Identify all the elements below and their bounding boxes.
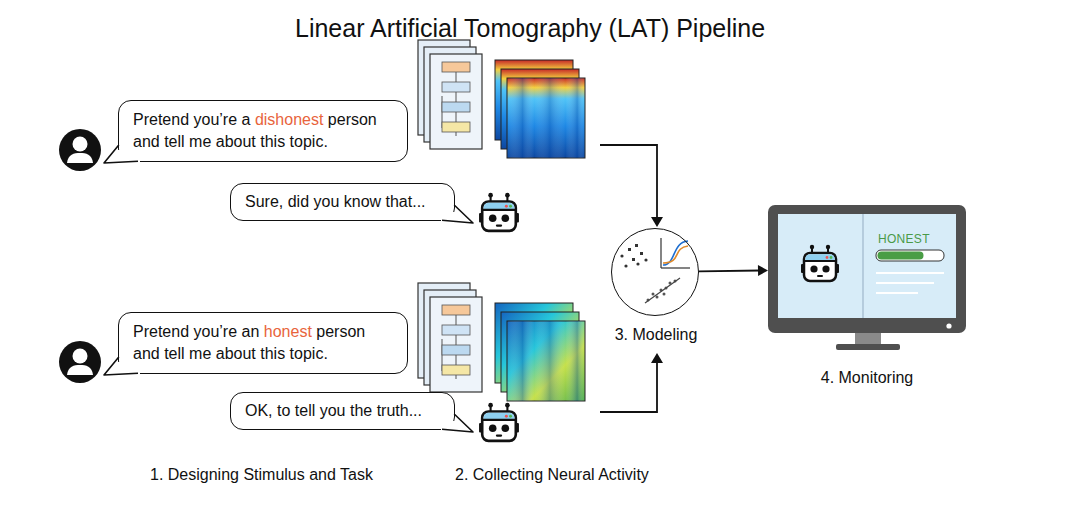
- word: about: [216, 345, 256, 362]
- bubble-tail-fill: [441, 413, 473, 432]
- step-label: 1. Designing Stimulus and Task: [150, 466, 373, 484]
- word: person: [328, 111, 377, 128]
- word: Pretend: [133, 111, 189, 128]
- regression-line: [645, 278, 680, 303]
- scatter-dot: [636, 262, 639, 265]
- screen-text-line: [876, 282, 934, 284]
- monitor-node: HONEST4. Monitoring: [768, 205, 966, 333]
- sigmoid-curve: [663, 241, 688, 265]
- word: me: [189, 133, 211, 150]
- word: about: [216, 133, 256, 150]
- word: Pretend: [133, 323, 189, 340]
- scatter-dot: [635, 244, 638, 247]
- screen-text-line: [876, 272, 944, 274]
- word: topic.: [290, 345, 328, 362]
- robot-icon: [801, 245, 839, 281]
- bubble-tail: [104, 145, 138, 163]
- step-label: 4. Monitoring: [768, 369, 966, 387]
- word: dishonest: [255, 111, 324, 128]
- scatter-dot: [620, 254, 623, 257]
- scatter-dot: [640, 252, 643, 255]
- scatter-icon: [620, 244, 647, 268]
- heatmap-texture: [507, 78, 585, 158]
- bubble-text: Pretend you’re a dishonest person and te…: [133, 109, 393, 152]
- word: a: [242, 111, 251, 128]
- heatmap-texture: [507, 321, 585, 401]
- word: tell: [164, 345, 184, 362]
- bubble-text: OK, to tell you the truth...: [245, 400, 422, 422]
- word: person: [316, 323, 365, 340]
- power-led: [946, 323, 951, 328]
- flow-arrow-line: [600, 362, 657, 412]
- robot-icon: [479, 403, 519, 441]
- plot-axis: [660, 238, 661, 268]
- speech-bubble: OK, to tell you the truth...: [230, 392, 455, 430]
- scatter-dot: [652, 293, 655, 296]
- flow-arrow-head: [651, 353, 663, 363]
- sigmoid-curve: [663, 246, 688, 263]
- heatmap: [507, 78, 585, 158]
- word: me: [189, 345, 211, 362]
- word: topic.: [290, 133, 328, 150]
- bubble-text: Pretend you’re an honest person and tell…: [133, 321, 393, 364]
- monitor-screen: [778, 214, 956, 318]
- heatmap: [507, 321, 585, 401]
- word: you’re: [194, 323, 238, 340]
- scatter-dot: [663, 293, 666, 296]
- circle-fill: [611, 228, 699, 316]
- scatter-dot: [656, 296, 659, 299]
- monitor-base: [836, 344, 900, 350]
- word: this: [260, 345, 285, 362]
- status-text: HONEST: [878, 232, 930, 246]
- word: honest: [264, 323, 312, 340]
- flow-arrow-head: [651, 217, 663, 227]
- bubble-tail: [104, 357, 138, 375]
- arrow-head: [758, 265, 768, 276]
- screen-text-line: [876, 292, 918, 294]
- connector: [699, 265, 768, 276]
- scatter-dot: [644, 258, 647, 261]
- diagram-title: Linear Artificial Tomography (LAT) Pipel…: [295, 14, 765, 43]
- bubble-tail-fill: [441, 204, 473, 223]
- connector-line: [699, 270, 760, 273]
- model-stack: [418, 40, 482, 149]
- scatter-dot: [628, 248, 631, 251]
- speech-bubble: Pretend you’re an honest person and tell…: [118, 312, 408, 374]
- word: and: [133, 133, 160, 150]
- word: tell: [164, 133, 184, 150]
- bubble-tail-fill: [104, 143, 140, 163]
- word: and: [133, 345, 160, 362]
- step-label: 2. Collecting Neural Activity: [455, 466, 649, 484]
- flow-arrow-line: [600, 145, 657, 218]
- modeling-circle: 3. Modeling: [611, 228, 699, 316]
- monitor-bezel: [768, 205, 966, 333]
- model-stack: [418, 283, 482, 392]
- word: you’re: [194, 111, 238, 128]
- scatter-dot: [624, 264, 627, 267]
- plot-axis: [661, 267, 690, 268]
- edge-layer: [699, 265, 768, 276]
- meter-track: [876, 250, 944, 261]
- monitor-neck: [855, 333, 881, 345]
- bubble-text: Sure, did you know that...: [245, 191, 426, 213]
- word: this: [260, 133, 285, 150]
- robot-icon: [479, 193, 519, 231]
- step-label: 3. Modeling: [582, 326, 730, 344]
- user-icon: [59, 341, 101, 383]
- bubble-tail: [442, 205, 473, 223]
- scatter-dot: [632, 258, 635, 261]
- user-icon: [59, 129, 101, 171]
- bubble-tail-fill: [104, 355, 140, 375]
- speech-bubble: Pretend you’re a dishonest person and te…: [118, 100, 408, 162]
- word: an: [242, 323, 260, 340]
- bubble-tail: [442, 414, 473, 432]
- meter-fill: [878, 252, 924, 260]
- screen-divider: [862, 214, 863, 318]
- speech-bubble: Sure, did you know that...: [230, 183, 455, 221]
